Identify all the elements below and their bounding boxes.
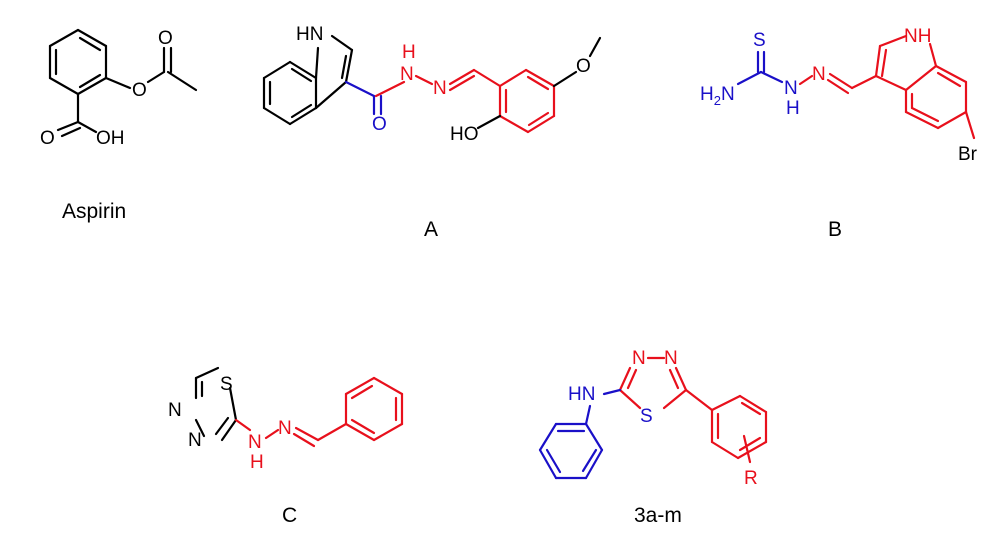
atom-label: O	[132, 80, 147, 101]
compound-b-structure: S H2N N H N NH Br B	[700, 26, 978, 241]
aspirin-structure: O O O OH Aspirin	[40, 28, 198, 223]
caption-3am: 3a-m	[634, 504, 682, 527]
atom-label: H	[402, 42, 416, 63]
atom-label: HN	[296, 24, 323, 45]
atom-label: S	[753, 30, 766, 51]
atom-label: N	[278, 418, 292, 439]
caption-aspirin: Aspirin	[62, 200, 126, 223]
caption-b: B	[828, 218, 842, 241]
atom-label: H2N	[700, 84, 735, 108]
atom-label: NH	[904, 26, 931, 47]
atom-label: Br	[958, 144, 978, 165]
atom-label: HO	[450, 124, 479, 145]
atom-label: O	[372, 114, 387, 135]
compound-3am-structure: N N S HN R 3a-m	[538, 348, 768, 527]
atom-label: N	[433, 78, 447, 99]
atom-label: O	[158, 28, 173, 49]
atom-label: S	[220, 374, 233, 395]
atom-label: H	[786, 98, 800, 119]
atom-label: N	[784, 78, 798, 99]
caption-a: A	[424, 218, 438, 241]
compound-c-structure: S N N N H N C	[168, 366, 404, 527]
compound-a-structure: HN O H N N O HO A	[262, 24, 602, 241]
atom-label: OH	[96, 128, 125, 149]
atom-label: N	[188, 430, 202, 451]
atom-label: O	[40, 128, 55, 149]
atom-label: S	[640, 406, 653, 427]
atom-label: N	[400, 64, 414, 85]
caption-c: C	[282, 504, 297, 527]
atom-label: N	[168, 400, 182, 421]
atom-label: R	[744, 468, 758, 489]
atom-label: N	[248, 432, 262, 453]
atom-label: H	[250, 452, 264, 473]
atom-label: O	[576, 56, 591, 77]
atom-label: N	[812, 64, 826, 85]
atom-label: N	[664, 348, 678, 369]
atom-label: HN	[568, 384, 595, 405]
atom-label: N	[632, 348, 646, 369]
